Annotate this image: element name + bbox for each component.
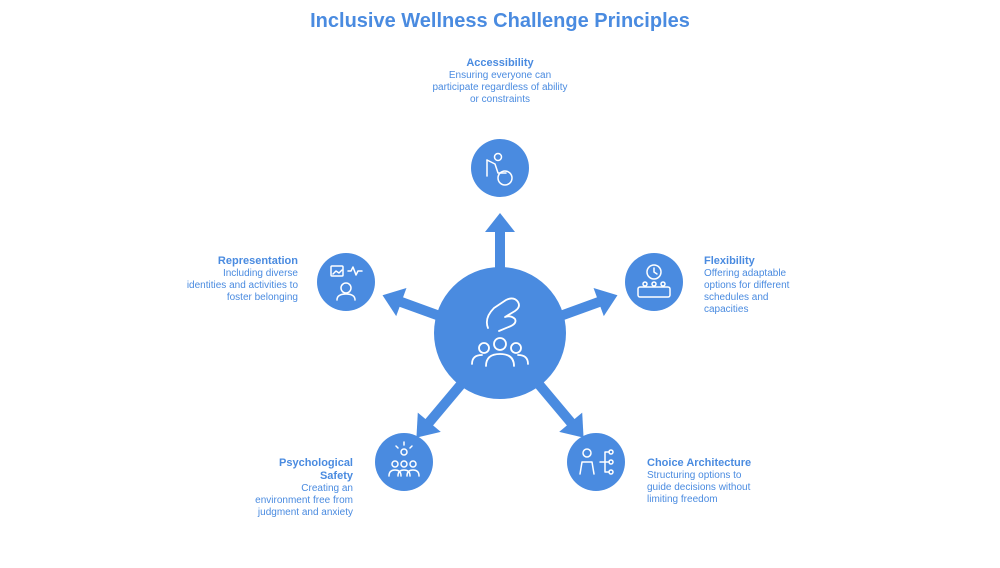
node-psychological-safety — [375, 433, 433, 491]
principle-name: Accessibility — [466, 57, 534, 69]
diagram-title: Inclusive Wellness Challenge Principles — [310, 10, 690, 32]
principle-desc: Including diverse identities and activit… — [186, 268, 298, 303]
label-psychological-safety: Psychological Safety Creating an environ… — [248, 457, 353, 519]
node-choice-architecture — [567, 433, 625, 491]
group-idea-icon — [388, 441, 420, 477]
label-flexibility: Flexibility Offering adaptable options f… — [704, 255, 814, 316]
principle-desc: Ensuring everyone can participate regard… — [432, 70, 568, 105]
label-representation: Representation Including diverse identit… — [186, 255, 298, 304]
principle-desc: Structuring options to guide decisions w… — [647, 470, 751, 505]
clock-people-icon — [637, 264, 671, 298]
principle-desc: Offering adaptable options for different… — [704, 268, 790, 315]
principle-name: Flexibility — [704, 255, 755, 267]
hand-group-icon — [471, 297, 529, 367]
principle-name: Choice Architecture — [647, 457, 752, 469]
diverse-media-icon — [330, 265, 363, 301]
node-flexibility — [625, 253, 683, 311]
label-accessibility: Accessibility Ensuring everyone can part… — [430, 57, 570, 106]
principle-desc: Creating an environment free from judgme… — [255, 483, 353, 518]
arrows — [382, 213, 618, 438]
arrow-representation — [382, 287, 446, 323]
node-accessibility — [471, 139, 529, 197]
principle-name: Representation — [217, 255, 298, 267]
arrow-accessibility — [485, 213, 515, 276]
arrow-flexibility — [554, 287, 618, 323]
person-flowchart-icon — [579, 448, 614, 475]
center-node — [434, 267, 566, 399]
arrow-psychological-safety — [416, 380, 466, 438]
wheelchair-user-icon — [486, 152, 513, 186]
node-representation — [317, 253, 375, 311]
arrow-choice-architecture — [534, 380, 584, 438]
label-choice-architecture: Choice Architecture Structuring options … — [647, 457, 757, 506]
principle-name: Psychological Safety — [279, 457, 353, 482]
